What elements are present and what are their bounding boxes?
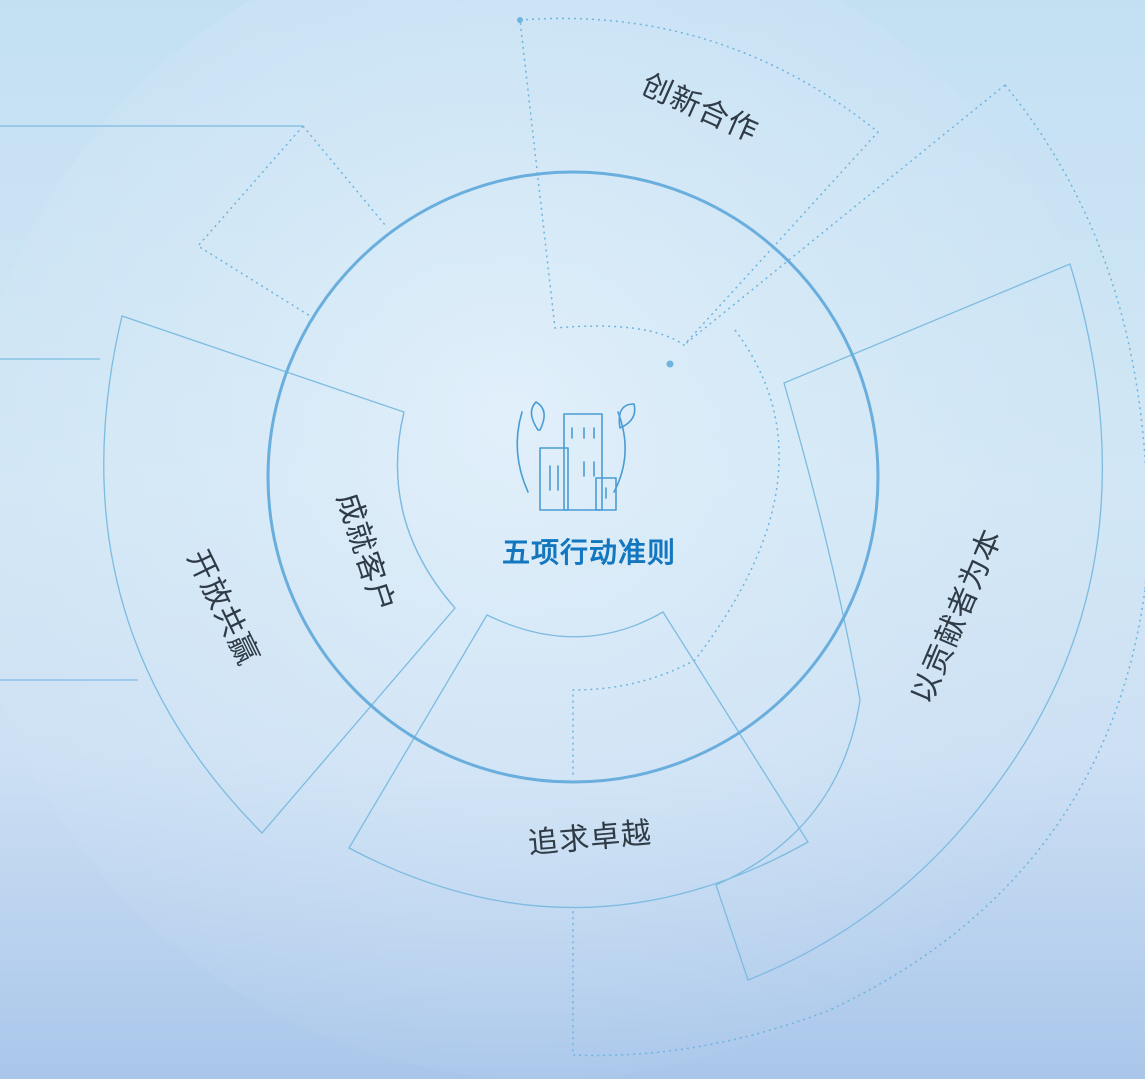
inner-arc — [396, 411, 456, 609]
dot-marker — [517, 17, 523, 23]
dotted-frame-bottom — [572, 589, 1145, 1057]
segment-contribution-frame — [715, 263, 1103, 981]
center-title: 五项行动准则 — [502, 536, 676, 569]
dot-marker — [666, 360, 674, 368]
dotted-frame-innovation — [519, 17, 880, 346]
city-buildings-leaves-icon — [516, 401, 636, 511]
dotted-frame-topleft — [196, 125, 386, 317]
dotted-frame-right — [572, 84, 1145, 775]
main-ring — [266, 170, 880, 784]
segment-excellence-frame — [348, 611, 809, 909]
